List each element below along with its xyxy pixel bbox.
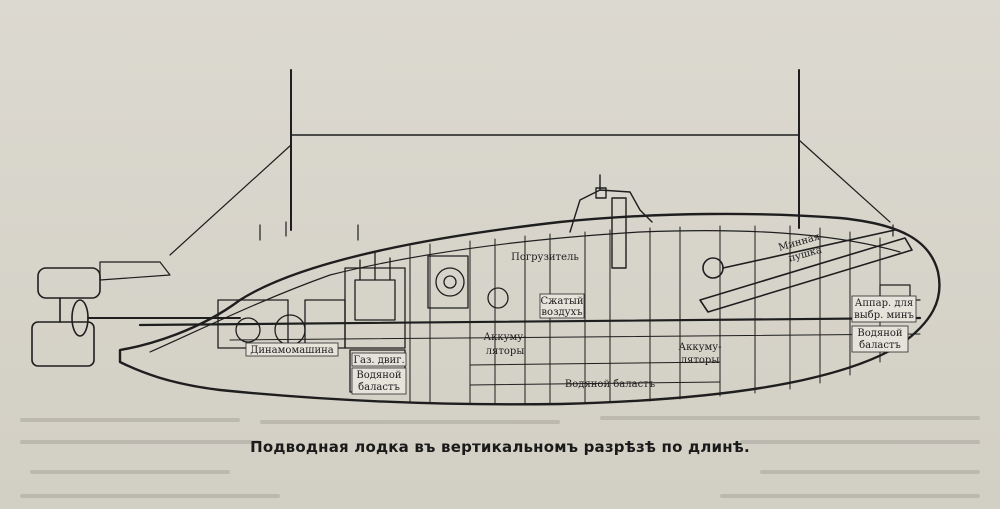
svg-text:воздухъ: воздухъ	[541, 307, 582, 318]
deck-fittings	[259, 221, 894, 241]
ballast-tank-lines	[469, 361, 721, 386]
svg-text:Динамомашина: Динамомашина	[250, 345, 334, 356]
mine-gun	[699, 229, 913, 313]
svg-text:ляторы: ляторы	[486, 346, 525, 357]
label-accumulators-2: Аккуму- ляторы	[679, 342, 722, 366]
label-ballast-aft: Водяной баластъ	[351, 367, 407, 395]
svg-text:Водяной: Водяной	[857, 328, 903, 339]
svg-text:баластъ: баластъ	[859, 340, 901, 351]
diagram-labels: Динамомашина Газ. двиг. Водяной баластъ …	[245, 231, 917, 395]
propeller-and-rudder	[31, 261, 241, 367]
svg-text:Водяной: Водяной	[356, 370, 402, 381]
conning-tower	[569, 174, 653, 269]
svg-text:Погрузитель: Погрузитель	[511, 252, 579, 263]
figure-caption: Подводная лодка въ вертикальномъ разрѣзѣ…	[250, 438, 750, 456]
svg-text:Аккуму-: Аккуму-	[679, 342, 722, 353]
svg-text:Сжатый: Сжатый	[541, 296, 584, 307]
label-mine-apparatus: Аппар. для выбр. минъ	[851, 295, 917, 323]
label-ballast-bow: Водяной баластъ	[851, 325, 909, 353]
central-machinery	[427, 255, 509, 309]
hull-outline	[118, 212, 941, 406]
inner-hull	[149, 230, 901, 353]
svg-text:Водяной баластъ: Водяной баластъ	[565, 379, 655, 390]
label-submerger: Погрузитель	[511, 252, 579, 263]
label-compressed-air: Сжатый воздухъ	[539, 293, 585, 319]
masts-and-rigging	[169, 69, 891, 256]
svg-text:ляторы: ляторы	[681, 355, 720, 366]
label-dynamo: Динамомашина	[245, 342, 339, 357]
svg-text:выбр. минъ: выбр. минъ	[854, 310, 914, 321]
label-ballast-mid: Водяной баластъ	[565, 379, 655, 390]
bleed-through-text	[0, 410, 1000, 509]
label-mine-gun: Минная пушка	[777, 231, 823, 264]
svg-text:Газ. двиг.: Газ. двиг.	[353, 355, 404, 366]
svg-text:Аккуму-: Аккуму-	[484, 332, 527, 343]
svg-text:баластъ: баластъ	[358, 382, 400, 393]
svg-text:Аппар. для: Аппар. для	[855, 298, 913, 309]
label-gas-engine: Газ. двиг.	[351, 352, 407, 367]
label-accumulators-1: Аккуму- ляторы	[484, 332, 527, 357]
